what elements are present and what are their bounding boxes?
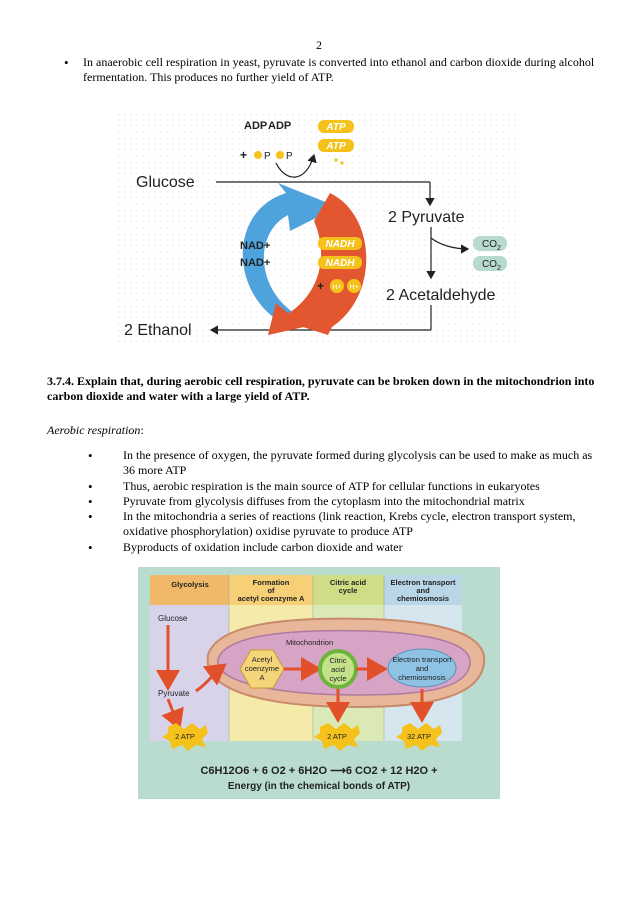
equation-line-1: C6H12O6 + 6 O2 + 6H2O ⟶6 CO2 + 12 H2O + xyxy=(200,765,437,777)
electron-transport-ellipse xyxy=(387,648,457,688)
pyruvate-label: Pyruvate xyxy=(158,689,190,698)
aerobic-label-colon: : xyxy=(140,423,144,437)
h-ion-icon xyxy=(347,279,361,293)
nadh-badge xyxy=(318,256,362,269)
co2-badge xyxy=(473,256,507,271)
h-ion-icon xyxy=(330,279,344,293)
atp-label-2: ATP xyxy=(325,141,346,152)
etc-header-label-1: Electron transport xyxy=(390,578,456,587)
citric-label-1: Citric xyxy=(329,656,346,665)
nad-to-nadh-arrow xyxy=(242,183,338,323)
bullet-dot: • xyxy=(88,509,93,524)
phosphate-icon xyxy=(276,151,284,159)
etc-label-2: and xyxy=(416,664,429,673)
adp-label-2: ADP xyxy=(268,120,291,132)
glycolysis-header-label: Glycolysis xyxy=(171,580,209,589)
atp-badge xyxy=(318,139,354,152)
small-dot-icon xyxy=(340,161,344,165)
acetyl-label-3: A xyxy=(259,673,264,682)
pi-label-2: P xyxy=(286,151,293,162)
adp-label-1: ADP xyxy=(244,120,267,132)
atp-arrow xyxy=(275,153,317,178)
etc-header-label-3: chemiosmosis xyxy=(397,594,449,603)
citric-label-2: acid xyxy=(331,665,345,674)
pyruvate-label: 2 Pyruvate xyxy=(388,209,465,226)
etc-label-1: Electron transport xyxy=(392,655,452,664)
nadh-to-nad-arrow-head xyxy=(268,303,304,335)
bullet-dot: • xyxy=(64,55,69,70)
phosphate-icon xyxy=(254,151,262,159)
formation-header xyxy=(229,575,313,605)
atp-burst xyxy=(162,723,208,751)
equation-line-2: Energy (in the chemical bonds of ATP) xyxy=(228,781,410,792)
bullet-dot: • xyxy=(88,540,93,555)
acetyl-label-2: coenzyme xyxy=(245,664,279,673)
co2-arrow xyxy=(430,237,470,254)
atp-label-1: ATP xyxy=(325,122,346,133)
etc-header-label-2: and xyxy=(416,586,430,595)
pi-plus: + xyxy=(240,148,247,162)
page-number: 2 xyxy=(316,38,322,52)
atp-label-c: 32 ATP xyxy=(407,732,431,741)
acetyl-label-1: Acetyl xyxy=(252,655,273,664)
bullet-dot: • xyxy=(88,494,93,509)
acetaldehyde-label: 2 Acetaldehyde xyxy=(386,287,496,304)
etc-header xyxy=(384,575,462,605)
h-label-2: H+ xyxy=(349,284,358,291)
atp-burst xyxy=(314,723,360,751)
citric-header xyxy=(313,575,384,605)
formation-header-label-3: acetyl coenzyme A xyxy=(238,594,305,603)
mitochondrion-label: Mitochondrion xyxy=(286,638,333,647)
acetyl-coa-hexagon xyxy=(239,649,285,689)
co2-badge xyxy=(473,236,507,251)
aerobic-respiration-diagram: Glycolysis Formation of acetyl coenzyme … xyxy=(138,567,500,799)
co2-label-2: CO2 xyxy=(482,259,501,272)
section-heading: 3.7.4. Explain that, during aerobic cell… xyxy=(47,374,595,403)
atp-label-b: 2 ATP xyxy=(327,732,347,741)
intro-bullet-text: In anaerobic cell respiration in yeast, … xyxy=(83,55,595,84)
etc-label-3: chemiosmosis xyxy=(398,673,446,682)
nadh-label-1: NADH xyxy=(326,239,356,250)
formation-header-label-1: Formation xyxy=(253,578,290,587)
ethanol-label: 2 Ethanol xyxy=(124,322,192,339)
atp-label-a: 2 ATP xyxy=(175,732,195,741)
glucose-label: Glucose xyxy=(136,174,195,191)
list-item-text: In the presence of oxygen, the pyruvate … xyxy=(123,448,593,477)
glycolysis-header xyxy=(150,575,229,605)
nadh-label-2: NADH xyxy=(326,258,356,269)
glucose-label: Glucose xyxy=(158,614,188,623)
nadh-badge xyxy=(318,237,362,250)
atp-burst xyxy=(396,723,442,751)
list-item-text: Thus, aerobic respiration is the main so… xyxy=(123,479,540,493)
list-item-text: In the mitochondria a series of reaction… xyxy=(123,509,576,538)
nad-label-1: NAD+ xyxy=(240,240,270,252)
list-item-text: Byproducts of oxidation include carbon d… xyxy=(123,540,403,554)
aerobic-label-text: Aerobic respiration xyxy=(47,423,141,437)
pyruvate-arrow xyxy=(195,663,227,693)
bullet-dot: • xyxy=(88,448,93,463)
fermentation-diagram: ADP ADP + P P ATP ATP Glucose 2 Pyruvate… xyxy=(118,113,520,345)
glycolysis-atp-arrow xyxy=(161,698,184,731)
pi-label-1: P xyxy=(264,151,271,162)
h-label-1: H+ xyxy=(332,284,341,291)
nad-label-2: NAD+ xyxy=(240,257,270,269)
list-item-text: Pyruvate from glycolysis diffuses from t… xyxy=(123,494,525,508)
citric-header-label-2: cycle xyxy=(339,586,358,595)
bullet-dot: • xyxy=(88,479,93,494)
formation-header-label-2: of xyxy=(267,586,275,595)
atp-badge xyxy=(318,120,354,133)
small-dot-icon xyxy=(334,158,338,162)
h-plus-sign: + xyxy=(317,279,324,293)
co2-label-1: CO2 xyxy=(482,239,501,252)
aerobic-label: Aerobic respiration: xyxy=(47,423,144,438)
citric-header-label-1: Citric acid xyxy=(330,578,367,587)
citric-label-3: cycle xyxy=(329,674,346,683)
